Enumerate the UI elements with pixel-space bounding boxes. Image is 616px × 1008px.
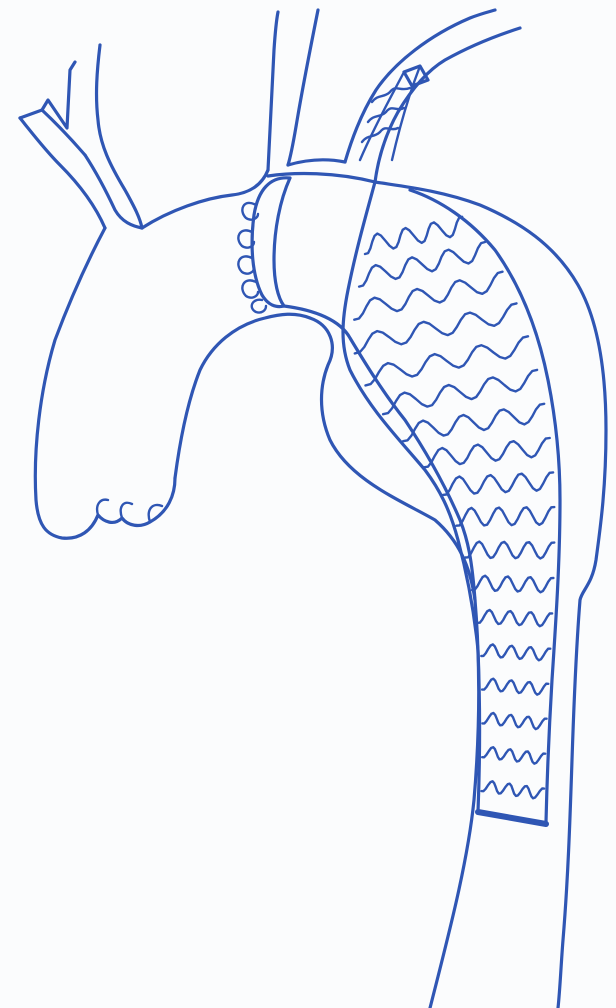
stent-ring-2 [359,242,485,287]
surgical-graft-top-wall [288,160,345,165]
brachiocephalic-trunk-right-wall [85,155,142,228]
arch-inner-curve [175,314,310,478]
stent-graft-distal-end [478,812,546,824]
subclavian-artery-left-wall [345,10,495,162]
stent-ring-4 [355,303,517,353]
anastomosis-ring [252,178,290,307]
stent-graft-left-edge [343,182,480,812]
branch-graft-walls [360,66,420,160]
stent-ring-10 [456,507,554,526]
stent-ring-18 [482,781,545,798]
brachiocephalic-branch-b [42,62,75,128]
stent-ring-11 [465,542,554,559]
stent-ring-8 [424,438,550,467]
carotid-artery-left-wall [268,12,278,170]
stent-ring-1 [365,217,462,254]
stent-ring-12 [472,576,553,593]
ascending-aorta-outer-wall [35,228,175,538]
stent-ring-9 [443,472,553,495]
stent-ring-5 [366,336,529,385]
stent-ring-6 [383,370,537,414]
stent-ring-15 [482,679,548,695]
carotid-artery-right-wall [288,10,318,165]
brachiocephalic-branch-b-wall [97,45,142,228]
stent-ring-3 [354,272,502,320]
stent-ring-13 [478,610,553,626]
aortic-root-cusps [97,500,162,522]
stent-ring-7 [403,404,544,441]
subclavian-artery-right-wall [375,28,520,182]
stent-ring-17 [482,747,545,764]
brachiocephalic-trunk-left-wall [20,118,105,228]
stent-ring-16 [482,713,546,729]
stent-ring-14 [481,644,550,660]
descending-aorta-inner-wall [310,318,479,1008]
dissection-flap [284,306,475,600]
descending-aorta-outer-wall [375,182,606,1008]
